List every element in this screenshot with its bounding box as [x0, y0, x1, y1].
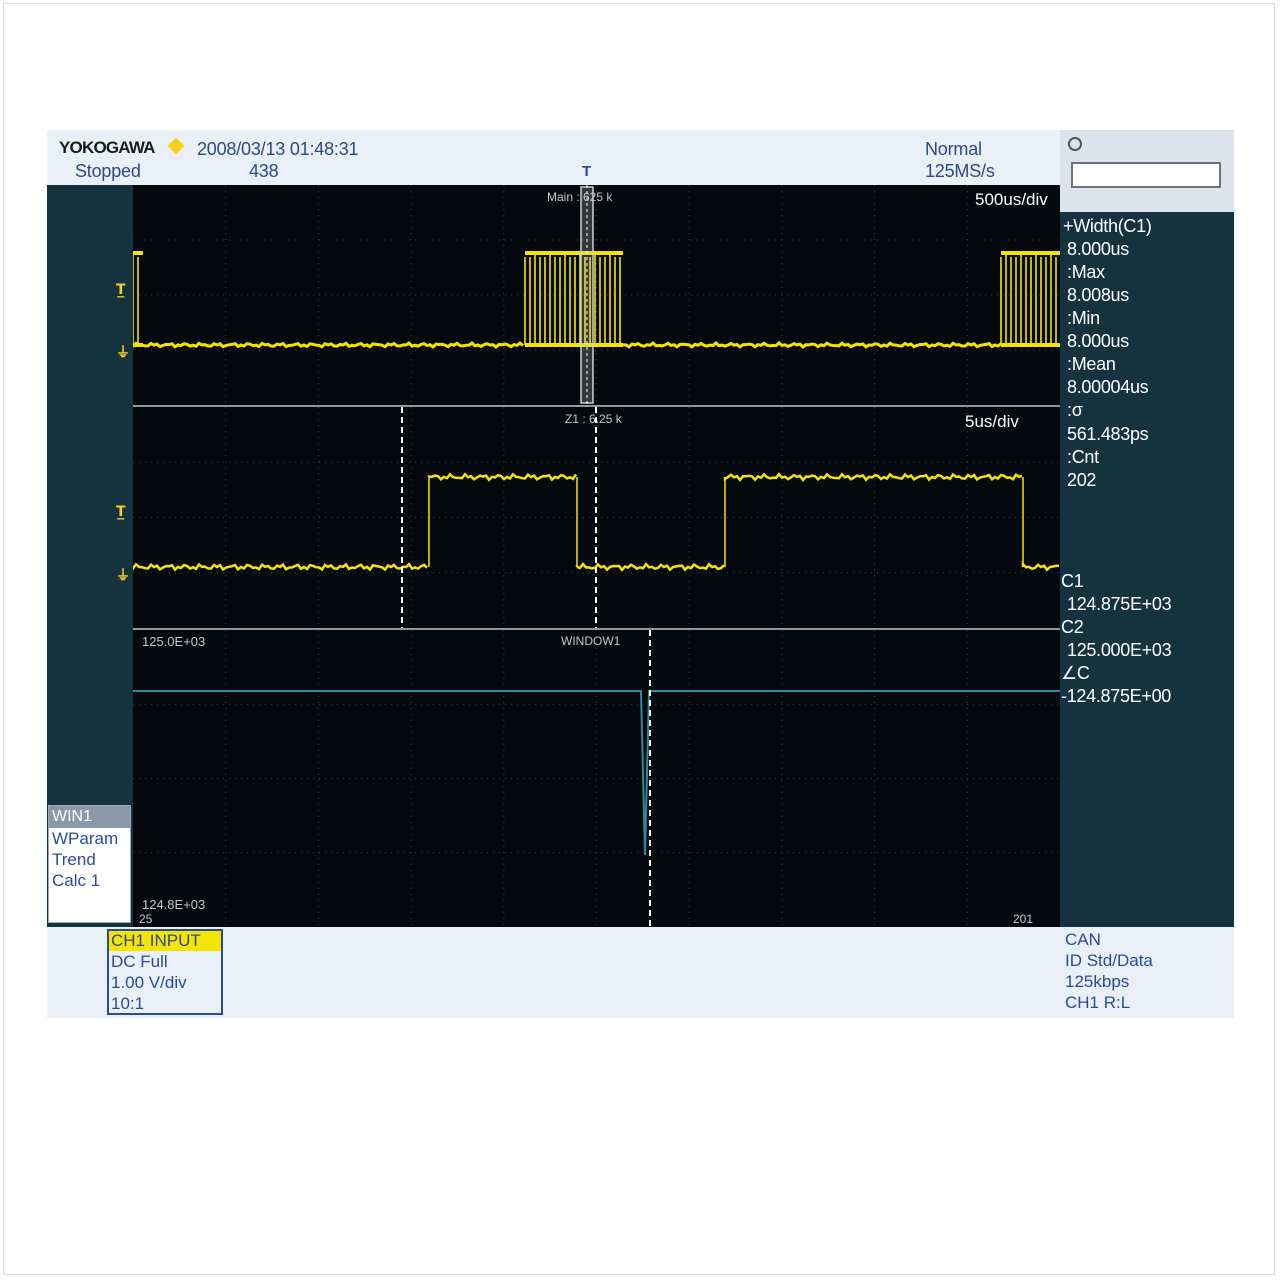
trigger-level-icon: T̲ [116, 504, 126, 520]
trend-window[interactable]: WINDOW1 125.0E+03 124.8E+03 25 201 [133, 630, 1060, 927]
main-window-label: Main : 625 k [547, 190, 613, 204]
main-waveform [133, 185, 1060, 405]
knob-icon[interactable] [1068, 137, 1082, 151]
trend-window-label: WINDOW1 [561, 634, 621, 648]
trigger-level-icon: T̲ [116, 282, 126, 298]
cursor-delta-label: ∠C [1061, 663, 1090, 683]
sample-rate: 125MS/s [925, 161, 995, 181]
ground-icon: ⏚ [116, 345, 130, 361]
ch1-zoom-trace [1021, 560, 1060, 572]
measure-mean-label: :Mean [1067, 354, 1116, 374]
channel-input-box[interactable]: CH1 INPUT DC Full 1.00 V/div 10:1 [107, 929, 223, 1015]
value-input[interactable] [1071, 162, 1221, 188]
measure-min-label: :Min [1067, 308, 1100, 328]
oscilloscope-display: YOKOGAWA 2008/03/13 01:48:31 Stopped 438… [47, 130, 1234, 1018]
trigger-source: CH1 R:L [1065, 993, 1131, 1012]
trend-y-top: 125.0E+03 [142, 634, 206, 649]
zoom-waveform [133, 407, 1060, 628]
measurement-panel: +Width(C1) 8.000us :Max 8.008us :Min 8.0… [1060, 212, 1234, 927]
jog-shuttle-area [1060, 130, 1234, 212]
ch1-zoom-trace [575, 562, 725, 572]
trigger-type: CAN [1065, 930, 1101, 949]
trend-trace [133, 690, 1060, 856]
datetime: 2008/03/13 01:48:31 [197, 139, 359, 159]
ground-icon: ⏚ [116, 568, 130, 584]
measure-sigma-label: :σ [1067, 400, 1083, 420]
measure-param: +Width(C1) [1063, 216, 1152, 236]
zoom-time-div: 5us/div [965, 412, 1019, 431]
measure-cnt-label: :Cnt [1067, 447, 1099, 467]
zoom-window-label: Z1 : 6.25 k [565, 412, 622, 426]
channel-title: CH1 INPUT [109, 931, 221, 951]
window-menu[interactable]: WIN1 WParam Trend Calc 1 [48, 805, 131, 923]
measure-mean-value: 8.00004us [1067, 377, 1149, 397]
channel-scale: 1.00 V/div [111, 973, 187, 992]
trigger-mode-detail: ID Std/Data [1065, 951, 1153, 970]
panel-divider [133, 628, 1060, 630]
ch1-zoom-trace [133, 562, 428, 572]
brand-logo: YOKOGAWA [59, 138, 155, 157]
zoom-window[interactable]: Z1 : 6.25 k 5us/div [133, 407, 1060, 628]
main-time-div: 500us/div [975, 190, 1048, 209]
ch1-zoom-trace [723, 472, 1023, 482]
measure-value: 8.000us [1067, 239, 1129, 259]
cursor-c2-label: C2 [1061, 617, 1084, 637]
trigger-mode: Normal [925, 139, 982, 159]
cursor-c2-value: 125.000E+03 [1067, 640, 1172, 660]
cursor-c1-label: C1 [1061, 571, 1084, 591]
trigger-position-marker[interactable]: T [582, 163, 591, 180]
trend-x-start: 25 [139, 912, 153, 926]
left-strip: T̲ ⏚ T̲ ⏚ [47, 185, 133, 927]
ch1-trace-low-segment [133, 341, 524, 349]
cursor-delta-value: -124.875E+00 [1061, 686, 1171, 706]
menu-item-wparam[interactable]: WParam [52, 829, 119, 848]
cursor-c1-value: 124.875E+03 [1067, 594, 1172, 614]
trend-plot [133, 630, 1060, 927]
diamond-icon [167, 137, 185, 155]
waveform-screen[interactable]: Main : 625 k 500us/div Z1 : 6.25 k 5us/d… [133, 185, 1060, 927]
panel-divider [133, 405, 1060, 407]
channel-coupling: DC Full [111, 952, 168, 971]
trigger-info[interactable]: CAN ID Std/Data 125kbps CH1 R:L [1065, 929, 1153, 1013]
ch1-trace-low-segment [621, 341, 1002, 349]
ch1-zoom-trace [427, 472, 578, 482]
measure-max-value: 8.008us [1067, 285, 1129, 305]
measure-max-label: :Max [1067, 262, 1105, 282]
measure-min-value: 8.000us [1067, 331, 1129, 351]
menu-item-trend[interactable]: Trend [52, 850, 96, 869]
trend-x-end: 201 [1013, 912, 1034, 926]
acq-count: 438 [249, 161, 279, 181]
trend-y-bottom: 124.8E+03 [142, 897, 206, 912]
measure-cnt-value: 202 [1067, 470, 1097, 490]
trigger-rate: 125kbps [1065, 972, 1130, 991]
window-menu-title: WIN1 [49, 806, 130, 828]
main-window[interactable]: Main : 625 k 500us/div [133, 185, 1060, 405]
image-frame [3, 3, 1275, 1275]
menu-item-calc[interactable]: Calc 1 [52, 871, 101, 890]
acq-status: Stopped [75, 161, 141, 181]
measure-sigma-value: 561.483ps [1067, 424, 1149, 444]
channel-probe: 10:1 [111, 994, 145, 1013]
status-footer: CH1 INPUT DC Full 1.00 V/div 10:1 CAN ID… [47, 927, 1234, 1018]
